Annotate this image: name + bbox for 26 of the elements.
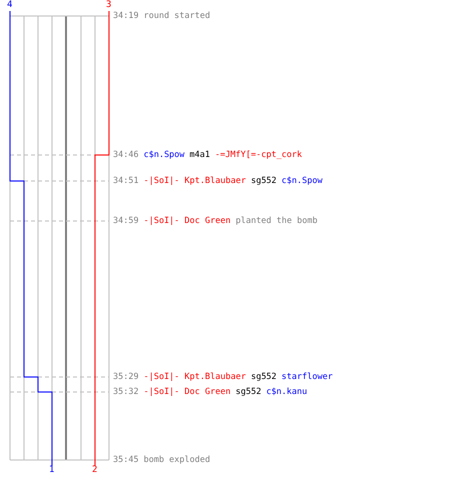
event-text: m4a1 bbox=[190, 150, 210, 160]
event-text: sg552 bbox=[236, 387, 262, 397]
event-text: c$n.Spow bbox=[282, 176, 322, 186]
timestamp: 35:29 bbox=[113, 372, 139, 382]
event-text: planted the bomb bbox=[236, 216, 318, 226]
event-text: c$n.kanu bbox=[266, 387, 308, 397]
event-text: -|SoI|- Kpt.Blaubaer bbox=[144, 372, 246, 382]
timestamp: 34:59 bbox=[113, 216, 139, 226]
player-count: 4 bbox=[7, 1, 12, 10]
event-text: c$n.Spow bbox=[144, 150, 185, 160]
event-text: bomb exploded bbox=[144, 455, 210, 465]
event-text: -|SoI|- Kpt.Blaubaer bbox=[144, 176, 246, 186]
timestamp: 35:45 bbox=[113, 455, 139, 465]
event-text: sg552 bbox=[250, 372, 277, 382]
event-text: -|SoI|- Doc Green bbox=[144, 216, 231, 226]
event-text: sg552 bbox=[250, 176, 277, 186]
timestamp: 34:46 bbox=[113, 150, 139, 160]
player-count: 2 bbox=[92, 466, 98, 475]
timestamp: 34:19 bbox=[113, 11, 139, 21]
event-text: -|SoI|- Doc Green bbox=[144, 387, 231, 397]
event-text: starflower bbox=[282, 372, 333, 382]
event-text: -=JMfY[=-cpt_cork bbox=[215, 150, 302, 160]
player-count: 3 bbox=[106, 1, 112, 10]
timestamp: 35:32 bbox=[113, 387, 139, 397]
timestamp: 34:51 bbox=[113, 176, 139, 186]
event-text: round started bbox=[144, 11, 210, 21]
